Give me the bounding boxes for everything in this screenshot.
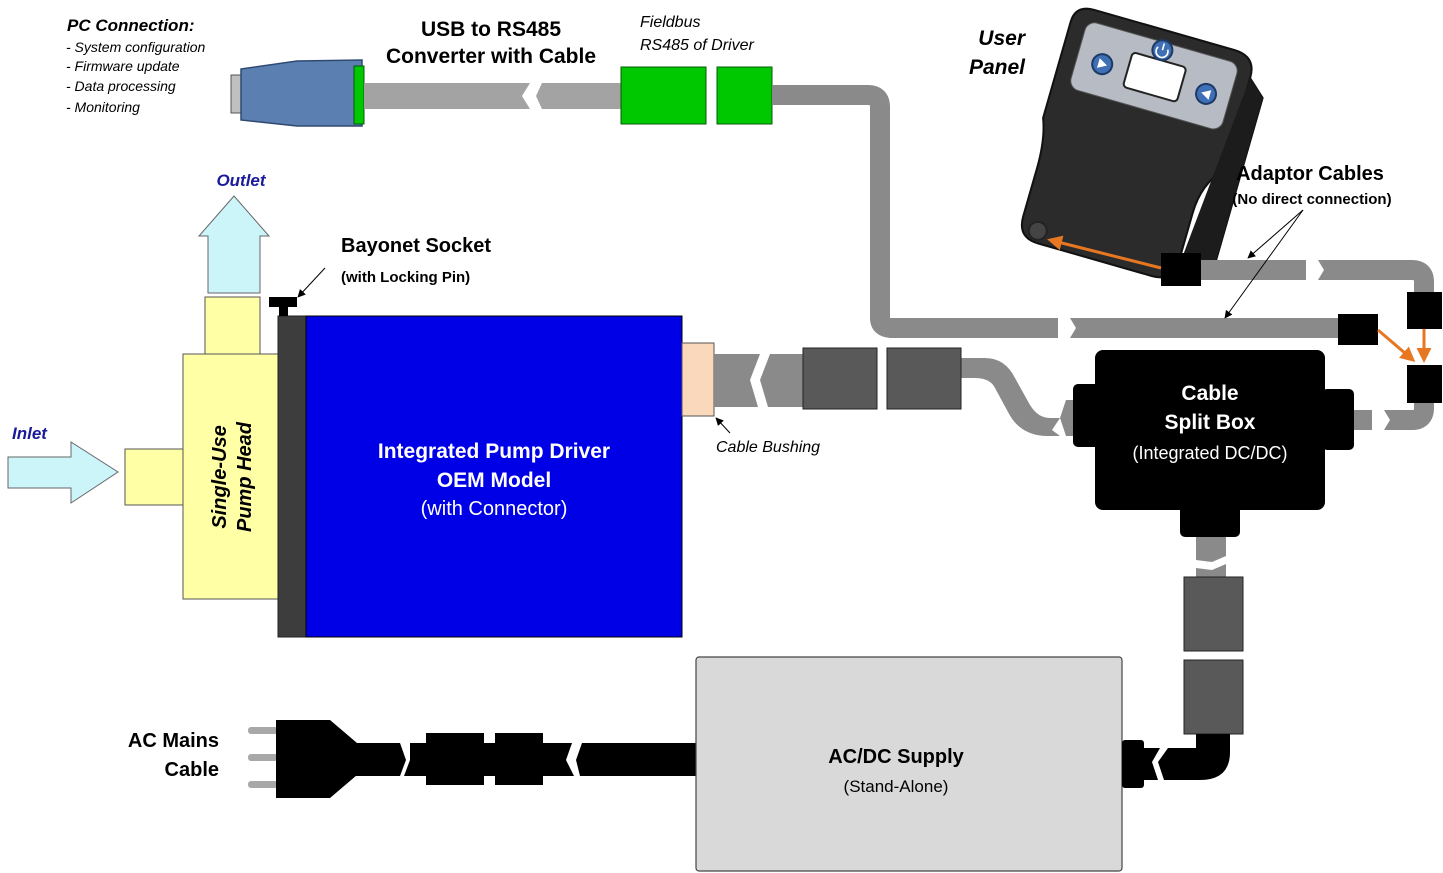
user-panel-label: User Panel (969, 27, 1027, 79)
power-icon (1155, 46, 1169, 59)
svg-text:Fieldbus: Fieldbus (640, 14, 700, 31)
outlet-arrow (197, 195, 271, 294)
fieldbus-plug-b (716, 66, 773, 125)
split-box-bottom-port (1180, 505, 1240, 537)
pointer-line (1224, 209, 1304, 319)
supply-cable-connector-b[interactable] (1183, 659, 1244, 735)
pump-driver-label-3: (with Connector) (421, 498, 568, 520)
ac-mains-label: AC Mains Cable (128, 730, 219, 781)
split-box-body (1095, 350, 1325, 510)
svg-text:Cable: Cable (165, 759, 219, 781)
split-box-label-1: Cable (1181, 382, 1238, 405)
cable-break (1058, 318, 1076, 338)
pointer-line (297, 267, 326, 298)
pc-connection-item: - Data processing (66, 78, 176, 94)
mains-connector-b[interactable] (495, 733, 543, 785)
fieldbus-connector[interactable] (620, 66, 773, 125)
adaptor-plug[interactable] (1407, 292, 1442, 329)
adaptor-cables-label: Adaptor Cables (No direct connection) (1232, 163, 1391, 208)
pump-driver[interactable]: Integrated Pump Driver OEM Model (with C… (305, 315, 683, 638)
split-box-label-2: Split Box (1164, 411, 1255, 434)
svg-text:(No direct connection): (No direct connection) (1232, 191, 1391, 208)
adaptor-plug[interactable] (1338, 314, 1378, 345)
split-box-label-3: (Integrated DC/DC) (1132, 443, 1287, 463)
fieldbus-cable (772, 85, 1340, 338)
ac-mains-plug[interactable] (248, 720, 357, 798)
supply-cable-connector-a[interactable] (1183, 576, 1244, 652)
svg-text:AC Mains: AC Mains (128, 730, 219, 752)
pump-head-inlet-port (124, 448, 184, 506)
plug-body (276, 720, 357, 798)
svg-text:Bayonet Socket: Bayonet Socket (341, 235, 491, 257)
fieldbus-label: Fieldbus RS485 of Driver (640, 14, 754, 54)
usb-plug-body (240, 59, 363, 127)
svg-text:Converter with Cable: Converter with Cable (386, 45, 596, 68)
orange-arrow (1047, 235, 1162, 270)
cable-break (1372, 410, 1390, 430)
cable-break (1306, 260, 1324, 280)
svg-text:USB to RS485: USB to RS485 (421, 18, 561, 41)
cable-split-box[interactable]: Cable Split Box (Integrated DC/DC) (1073, 350, 1354, 537)
bayonet-flange (277, 315, 307, 638)
usb-connector[interactable] (230, 59, 365, 127)
inlet-label: Inlet (12, 424, 48, 443)
svg-text:Adaptor Cables: Adaptor Cables (1236, 163, 1384, 185)
pointer-line (1247, 209, 1304, 259)
pump-head-label-2: Pump Head (234, 421, 256, 532)
cable-bushing-label: Cable Bushing (716, 439, 820, 456)
acdc-supply-label-2: (Stand-Alone) (844, 777, 949, 796)
usb-converter-label: USB to RS485 Converter with Cable (386, 18, 596, 68)
svg-text:User: User (978, 27, 1027, 50)
split-box-right-port (1322, 389, 1354, 450)
user-panel-device[interactable] (1009, 5, 1273, 292)
pump-driver-body (305, 315, 683, 638)
user-panel-port (1027, 220, 1048, 241)
split-box-down-cable (1196, 537, 1226, 578)
svg-text:(with Locking Pin): (with Locking Pin) (341, 269, 470, 286)
bayonet-label: Bayonet Socket (with Locking Pin) (341, 235, 491, 286)
reverse-arrow-icon (1201, 90, 1212, 100)
pump-head[interactable]: Single-Use Pump Head (124, 296, 280, 600)
user-panel-right-button[interactable] (1194, 82, 1219, 107)
pump-head-label-1: Single-Use (209, 425, 231, 528)
pump-driver-label-2: OEM Model (437, 469, 551, 492)
outlet-label: Outlet (216, 171, 266, 190)
pc-connection-item: - Firmware update (66, 58, 180, 74)
user-panel-left-button[interactable] (1090, 52, 1115, 77)
acdc-supply[interactable]: AC/DC Supply (Stand-Alone) (695, 656, 1123, 872)
acdc-supply-label-1: AC/DC Supply (828, 746, 964, 768)
pump-driver-label-1: Integrated Pump Driver (378, 440, 610, 463)
cable-bushing (681, 342, 715, 417)
svg-text:RS485 of Driver: RS485 of Driver (640, 37, 754, 54)
usb-rs485-cable (364, 83, 622, 109)
adaptor-plug[interactable] (1407, 365, 1442, 403)
plug-prong (248, 727, 278, 734)
plug-prong (248, 754, 278, 761)
mains-connector-a[interactable] (426, 733, 484, 785)
adaptor-cable-upper (1200, 260, 1434, 292)
pc-connection-item: - Monitoring (66, 99, 140, 115)
pointer-line (715, 417, 731, 434)
pump-head-body (182, 353, 280, 600)
play-arrow-icon (1096, 58, 1108, 68)
adaptor-plug[interactable] (1161, 253, 1201, 286)
user-panel-power-button[interactable] (1150, 38, 1175, 63)
plug-prong (248, 781, 278, 788)
pump-head-outlet-port (204, 296, 261, 355)
driver-cable-connector-a[interactable] (802, 347, 878, 410)
usb-plug-green-ring (353, 65, 365, 125)
locking-pin-head (269, 297, 297, 307)
orange-arrow (1377, 328, 1416, 362)
fieldbus-plug-a (620, 66, 707, 125)
supply-output-cable (1122, 734, 1230, 788)
inlet-arrow (7, 441, 119, 504)
pc-connection-notes: PC Connection: - System configuration - … (66, 16, 205, 115)
pc-connection-item: - System configuration (66, 39, 205, 55)
svg-text:Panel: Panel (969, 56, 1026, 79)
locking-pin-stem (279, 306, 288, 316)
driver-cable-connector-b[interactable] (886, 347, 962, 410)
driver-cable (714, 354, 1080, 436)
ac-mains-cable (350, 743, 700, 776)
pc-connection-title: PC Connection: (67, 16, 195, 35)
